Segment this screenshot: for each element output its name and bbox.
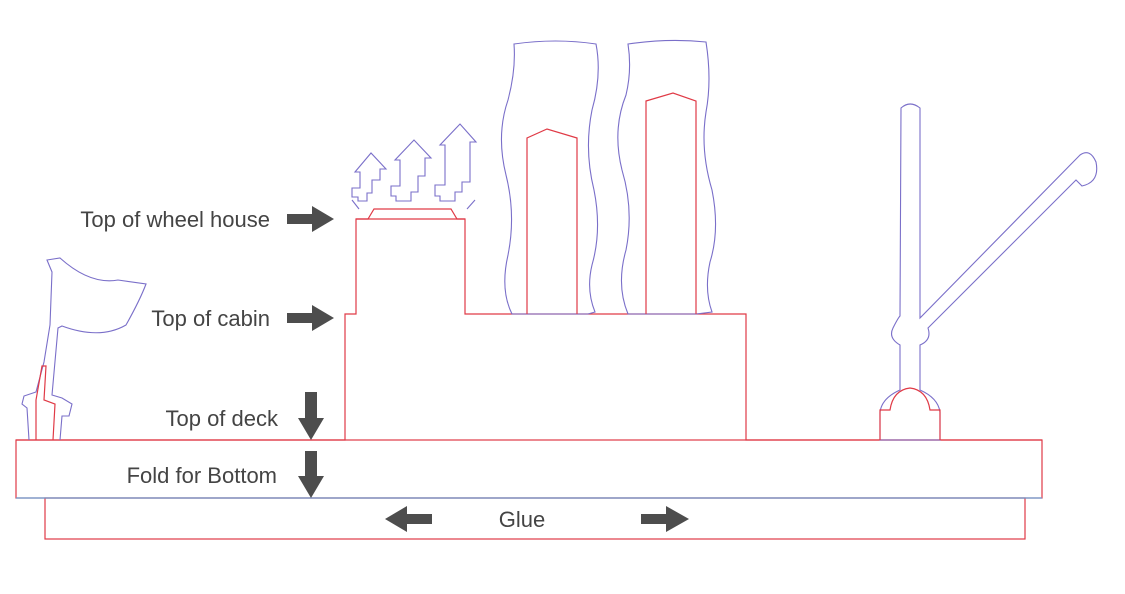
funnel-right bbox=[617, 39, 717, 315]
label-glue: Glue bbox=[499, 507, 545, 532]
crane bbox=[879, 103, 1098, 441]
arrow-deck bbox=[298, 392, 324, 440]
label-top-of-cabin: Top of cabin bbox=[151, 306, 270, 331]
wheel-house-roof bbox=[356, 208, 465, 220]
arrow-glue-left bbox=[385, 506, 432, 532]
label-fold-for-bottom: Fold for Bottom bbox=[127, 463, 277, 488]
funnel-left bbox=[500, 40, 599, 315]
arrow-cabin bbox=[287, 305, 334, 331]
label-top-of-wheel-house: Top of wheel house bbox=[80, 207, 270, 232]
superstructure-outline bbox=[16, 218, 1042, 441]
label-top-of-deck: Top of deck bbox=[165, 406, 279, 431]
arrow-fold-bottom bbox=[298, 451, 324, 498]
flag bbox=[21, 257, 147, 441]
arrow-glue-right bbox=[641, 506, 689, 532]
arrow-wheel-house bbox=[287, 206, 334, 232]
wheel-house-vents bbox=[351, 123, 478, 210]
